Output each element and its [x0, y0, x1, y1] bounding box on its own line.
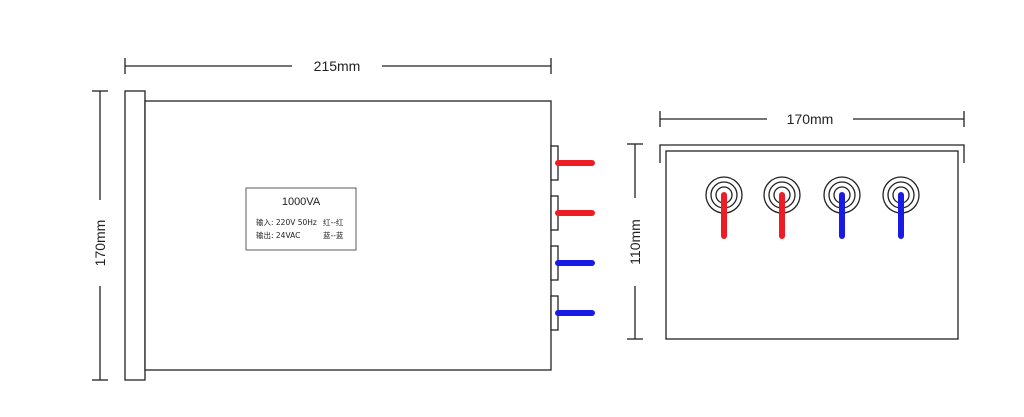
nameplate-output-spec: 输出: 24VAC [256, 230, 300, 240]
end-height-dimension [627, 143, 643, 340]
end-flange-lip [659, 144, 965, 163]
nameplate: 1000VA 输入: 220V 50Hz 红--红 输出: 24VAC 蓝--蓝 [245, 187, 357, 251]
side-terminal [550, 145, 595, 181]
end-terminal [882, 176, 920, 239]
side-height-label: 170mm [92, 220, 108, 267]
front-flange-plate [124, 90, 146, 381]
side-width-dimension [124, 58, 552, 74]
nameplate-title: 1000VA [282, 196, 321, 208]
side-height-dimension [92, 90, 108, 381]
side-terminal [550, 195, 595, 231]
nameplate-output-wires: 蓝--蓝 [323, 230, 344, 240]
end-terminals [705, 176, 920, 239]
nameplate-input-wires: 红--红 [323, 217, 344, 227]
end-width-label: 170mm [787, 111, 834, 127]
end-terminal [705, 176, 743, 239]
side-terminal [550, 295, 595, 331]
side-view: 215mm 170mm 1000VA 输入: 220V 50Hz 红--红 输出… [92, 58, 595, 381]
nameplate-border [245, 187, 357, 251]
end-width-dimension [659, 111, 965, 127]
side-terminals [550, 145, 595, 331]
side-width-label: 215mm [314, 58, 361, 74]
end-height-label: 110mm [627, 219, 643, 265]
end-terminal [823, 176, 861, 239]
end-view: 170mm 110mm [627, 111, 965, 340]
side-terminal [550, 245, 595, 281]
end-terminal [763, 176, 801, 239]
nameplate-input-spec: 输入: 220V 50Hz [256, 217, 317, 227]
end-body [665, 150, 959, 340]
